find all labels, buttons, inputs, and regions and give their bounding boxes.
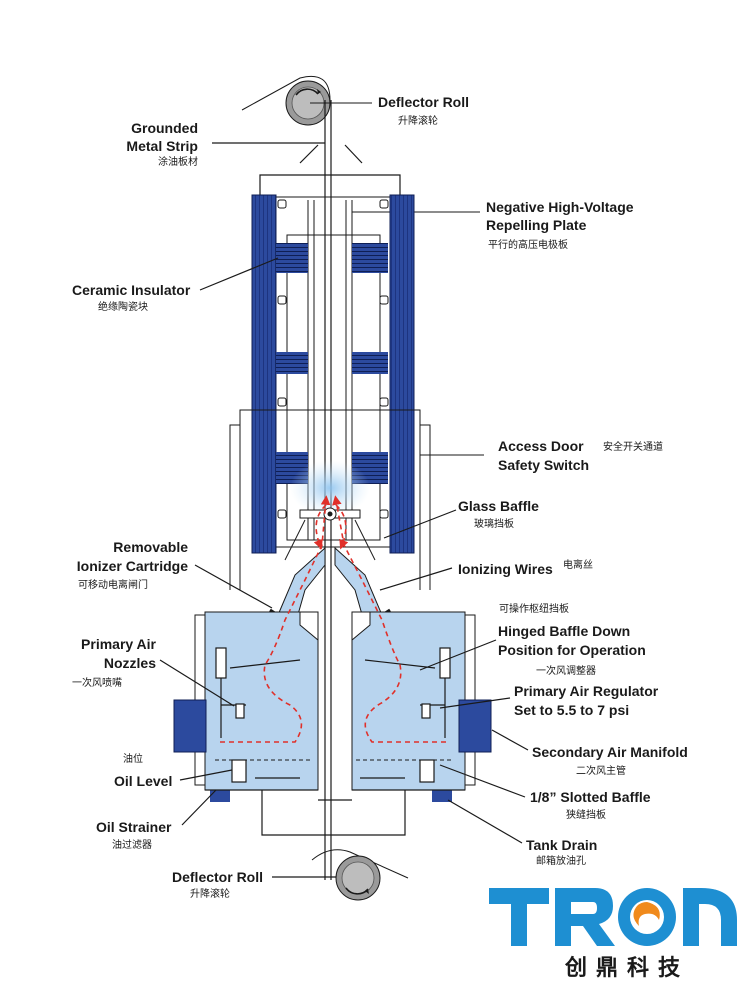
label-tank-drain: Tank Drain <box>526 837 598 853</box>
label-nozzles: Nozzles <box>103 655 156 671</box>
label-ceramic-insulator-cn: 绝缘陶瓷块 <box>98 302 148 313</box>
label-ionizing-wires: Ionizing Wires <box>458 561 553 577</box>
label-tank-drain-cn: 邮箱放油孔 <box>536 856 586 867</box>
deflector-roll-top <box>241 75 372 126</box>
label-metal-strip-cn: 涂油板材 <box>158 157 198 168</box>
label-slotted-baffle: 1/8” Slotted Baffle <box>530 789 651 805</box>
label-repelling-plate: Negative High-Voltage <box>486 199 634 215</box>
air-flow-arrows <box>220 495 446 743</box>
label-air-regulator-psi: Set to 5.5 to 7 psi <box>514 702 630 718</box>
label-repelling-plate-2: Repelling Plate <box>486 217 587 233</box>
top-hood <box>212 142 401 195</box>
tank-internals <box>205 647 465 836</box>
secondary-air-manifold-right <box>458 699 492 753</box>
label-secondary-air-manifold-cn: 二次风主管 <box>576 766 626 777</box>
label-oil-strainer-cn: 油过滤器 <box>112 840 152 851</box>
label-glass-baffle-cn: 玻璃挡板 <box>474 519 514 530</box>
label-deflector-roll-top-cn: 升降滚轮 <box>398 116 438 127</box>
label-ceramic-insulator: Ceramic Insulator <box>72 282 191 298</box>
label-safety-switch: Safety Switch <box>498 457 590 473</box>
oil-tank-right <box>351 611 476 802</box>
label-grounded: Grounded <box>131 120 198 136</box>
label-oil-strainer: Oil Strainer <box>96 819 172 835</box>
glass-baffle <box>284 507 376 561</box>
outer-enclosure <box>229 409 484 590</box>
leader-lines <box>159 257 529 878</box>
label-primary-air-nozzles-cn: 一次风喷嘴 <box>72 678 122 689</box>
deflector-roll-bottom <box>311 849 409 901</box>
label-hinged-baffle-2: Position for Operation <box>498 642 646 658</box>
label-metal-strip: Metal Strip <box>126 138 198 154</box>
label-ionizing-wires-cn: 电离丝 <box>563 560 593 571</box>
label-ionizer-cartridge-cn: 可移动电离闸门 <box>78 580 148 591</box>
tron-logo <box>489 888 737 946</box>
label-oil-level-cn: 油位 <box>123 754 143 765</box>
brand-chinese-name: 创鼎科技 <box>565 956 690 981</box>
secondary-air-manifold-left <box>173 699 207 753</box>
repelling-plate-right <box>389 194 415 554</box>
label-primary-air-regulator: Primary Air Regulator <box>514 683 659 699</box>
label-oil-level: Oil Level <box>114 773 173 789</box>
label-hinged-baffle: Hinged Baffle Down <box>498 623 631 639</box>
ionization-glow <box>290 460 370 516</box>
label-repelling-plate-cn: 平行的高压电极板 <box>488 240 568 251</box>
label-glass-baffle: Glass Baffle <box>458 498 539 514</box>
repelling-plate-left <box>251 194 277 554</box>
label-access-door: Access Door <box>498 438 584 454</box>
label-primary-air: Primary Air <box>81 636 156 652</box>
label-deflector-roll-bottom-cn: 升降滚轮 <box>190 889 230 900</box>
label-secondary-air-manifold: Secondary Air Manifold <box>532 744 688 760</box>
label-hinged-baffle-cn: 可操作枢纽挡板 <box>499 604 569 615</box>
label-ionizer-cartridge: Ionizer Cartridge <box>76 558 188 574</box>
ceramic-insulators <box>276 243 388 484</box>
label-slotted-baffle-cn: 狭缝挡板 <box>566 810 606 821</box>
label-removable: Removable <box>113 539 188 555</box>
label-primary-air-regulator-cn: 一次风调整器 <box>536 666 596 677</box>
label-deflector-roll-top: Deflector Roll <box>378 94 470 110</box>
label-deflector-roll-bottom: Deflector Roll <box>172 869 264 885</box>
label-access-door-cn: 安全开关通道 <box>603 442 663 453</box>
